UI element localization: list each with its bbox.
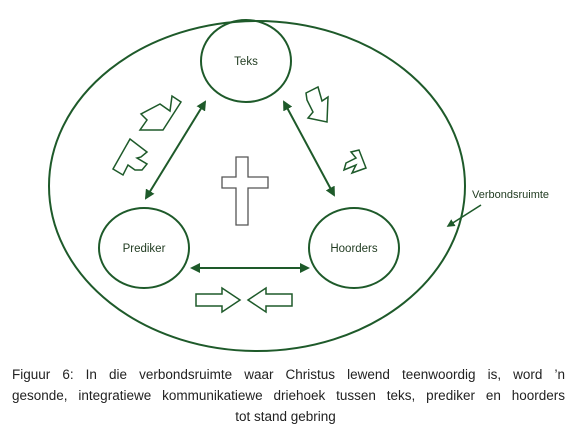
node-teks-circle bbox=[200, 19, 292, 103]
caption-line-2: gesonde, integratiewe kommunikatiewe dri… bbox=[12, 388, 565, 403]
covenant-space-pointer bbox=[446, 204, 482, 227]
hollow-arrow-bottom-left bbox=[246, 286, 293, 314]
node-teks-label: Teks bbox=[234, 56, 258, 68]
covenant-space-label: Verbondsruimte bbox=[472, 189, 549, 201]
node-prediker: Prediker bbox=[98, 207, 190, 289]
caption-line-3: tot stand gebring bbox=[235, 409, 336, 424]
node-hoorders: Hoorders bbox=[308, 207, 400, 289]
figure-caption: Figuur 6: In die verbondsruimte waar Chr… bbox=[0, 364, 571, 427]
hollow-arrow-right-down bbox=[305, 85, 329, 123]
caption-line-1: Figuur 6: In die verbondsruimte waar Chr… bbox=[12, 367, 565, 382]
node-teks: Teks bbox=[200, 19, 292, 103]
hollow-arrow-bottom-right bbox=[195, 286, 242, 314]
node-prediker-label: Prediker bbox=[123, 243, 166, 255]
node-prediker-circle bbox=[98, 207, 190, 289]
node-hoorders-label: Hoorders bbox=[330, 243, 378, 255]
hollow-arrow-left-down bbox=[138, 94, 183, 131]
hollow-arrow-right-up bbox=[342, 149, 367, 175]
hollow-arrow-left-up bbox=[111, 137, 149, 177]
node-hoorders-circle bbox=[308, 207, 400, 289]
cross-icon bbox=[221, 156, 269, 226]
arrow-teks-prediker bbox=[144, 100, 207, 200]
arrow-teks-hoorders bbox=[283, 100, 335, 197]
